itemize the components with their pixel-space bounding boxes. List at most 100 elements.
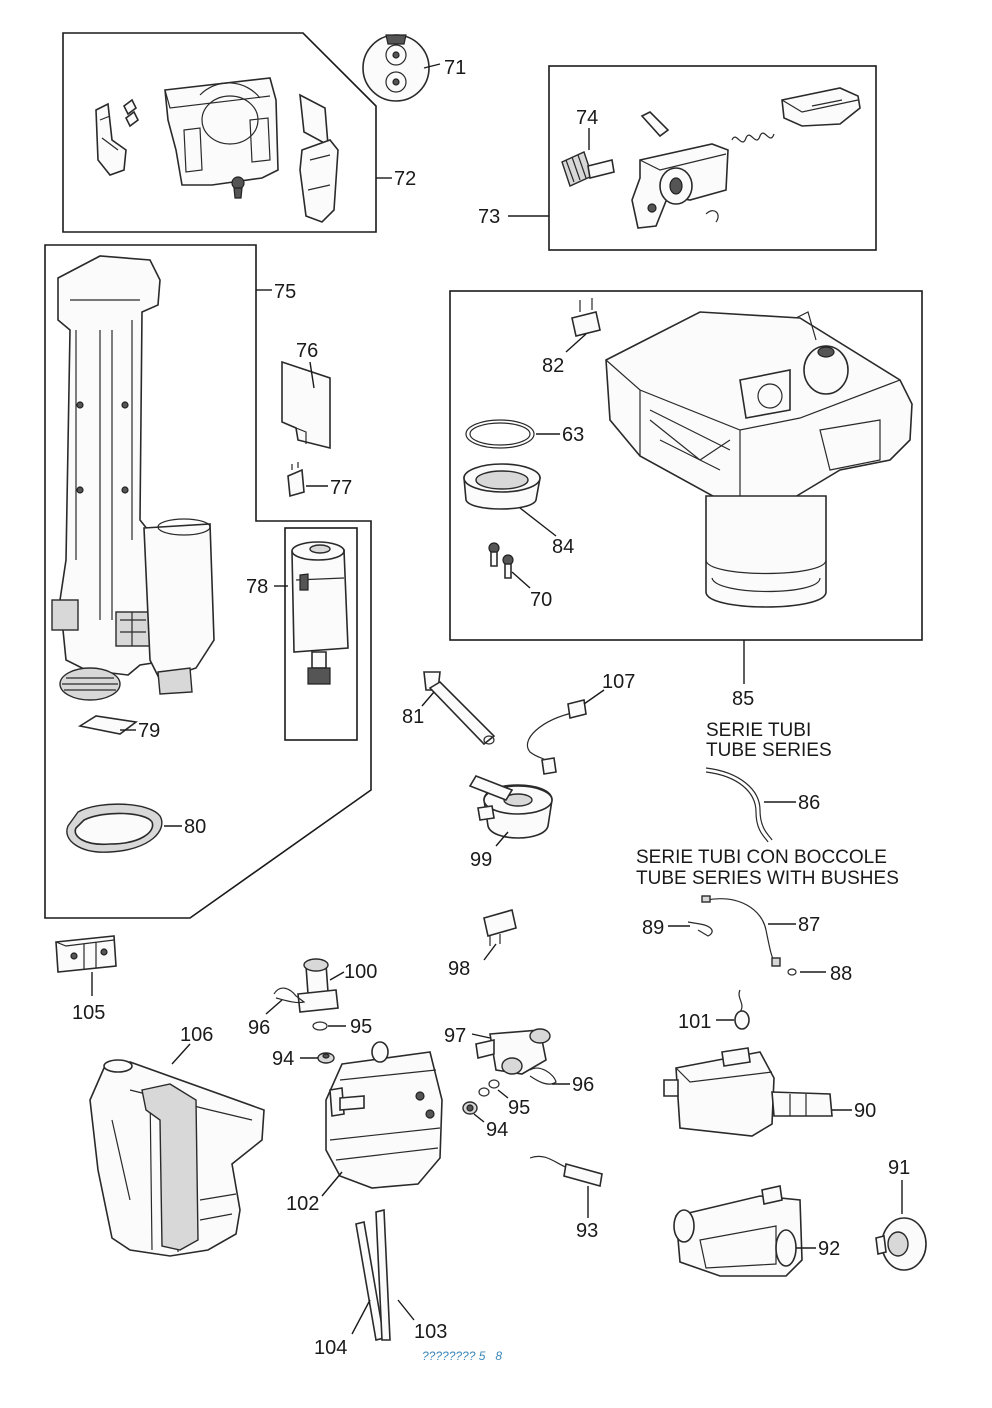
group-frame-73 [548,65,877,251]
leader-106 [171,1043,191,1065]
leader-82 [565,333,587,353]
leader-102 [321,1171,343,1197]
part-96b-clip [529,1067,557,1085]
part-100-valve [297,958,339,1013]
label-95a: 95 [350,1016,372,1038]
part-90-pump [663,1047,833,1137]
group-frame-72 [62,32,377,233]
leader-107 [583,689,605,705]
label-102: 102 [286,1193,319,1215]
leader-104 [351,1299,371,1335]
part-106-tank [89,1059,265,1257]
part-88-ring [787,968,797,976]
label-96a: 96 [248,1017,270,1039]
leader-97 [471,1033,491,1039]
caption-tube-bushes-en: TUBE SERIES WITH BUSHES [636,868,899,889]
label-92: 92 [818,1238,840,1260]
label-70: 70 [530,589,552,611]
label-63: 63 [562,424,584,446]
label-99: 99 [470,849,492,871]
part-75-column [51,255,215,701]
part-91-cap [875,1217,927,1271]
label-74: 74 [576,107,598,129]
leader-95b [497,1089,509,1099]
caption-tube-bushes-it: SERIE TUBI CON BOCCOLE [636,847,887,868]
label-89: 89 [642,917,664,939]
part-97-valve [475,1028,551,1075]
label-85: 85 [732,688,754,710]
leader-84 [519,507,557,537]
label-80: 80 [184,816,206,838]
label-107: 107 [602,671,635,693]
part-107-sensor [527,699,587,775]
label-71: 71 [444,57,466,79]
label-105: 105 [72,1002,105,1024]
leader-94b [473,1113,485,1123]
label-78: 78 [246,576,268,598]
part-95b-rings [478,1079,500,1097]
label-91: 91 [888,1157,910,1179]
part-102-boiler [325,1041,443,1189]
label-94b: 94 [486,1119,508,1141]
label-106: 106 [180,1024,213,1046]
part-98-switch [483,908,517,946]
label-90: 90 [854,1100,876,1122]
label-101: 101 [678,1011,711,1033]
part-101-sensor [734,989,750,1030]
part-76-plate [281,360,331,450]
label-76: 76 [296,340,318,362]
leader-76 [309,361,315,389]
caption-tube-series-it: SERIE TUBI [706,720,811,741]
leader-103 [397,1299,415,1321]
label-86: 86 [798,792,820,814]
part-73-assembly [561,87,861,229]
part-96a-clip [273,987,306,1004]
label-75: 75 [274,281,296,303]
group-frame-78 [284,527,358,741]
part-86-tube [705,767,773,843]
label-103: 103 [414,1321,447,1343]
part-95a-ring [312,1021,328,1031]
part-63-oring [465,419,535,449]
part-84-cup [463,463,541,510]
part-94a-bush [317,1052,335,1064]
part-78-motor [291,541,349,685]
leader-98 [483,943,497,961]
part-77-switch [287,462,305,498]
label-96b: 96 [572,1074,594,1096]
label-82: 82 [542,355,564,377]
part-94b-bush [462,1101,478,1115]
caption-tube-series-en: TUBE SERIES [706,740,832,761]
leader-81 [421,691,435,707]
part-87-tube [701,895,781,967]
part-103-rod [375,1208,391,1341]
leader-70 [511,571,531,589]
part-85-brew-unit [605,311,913,608]
label-93: 93 [576,1220,598,1242]
part-79-gasket [77,715,139,735]
label-72: 72 [394,168,416,190]
label-94a: 94 [272,1048,294,1070]
label-79: 79 [138,720,160,742]
label-73: 73 [478,206,500,228]
part-99-flowmeter [468,775,553,839]
part-80-belt [66,803,163,853]
label-77: 77 [330,477,352,499]
label-95b: 95 [508,1097,530,1119]
label-84: 84 [552,536,574,558]
leader-71 [423,63,441,69]
part-92-holder [673,1185,803,1277]
part-89-clip [687,921,713,937]
part-70-screws [488,542,514,579]
label-81: 81 [402,706,424,728]
page-code: ???????? 5 8 [422,1349,502,1363]
label-87: 87 [798,914,820,936]
label-98: 98 [448,958,470,980]
part-93-probe [529,1155,603,1188]
part-71-cap [362,34,430,102]
leader-100 [329,971,345,981]
group-frame-75 [44,244,372,919]
part-82-switch [571,298,601,337]
label-97: 97 [444,1025,466,1047]
label-100: 100 [344,961,377,983]
